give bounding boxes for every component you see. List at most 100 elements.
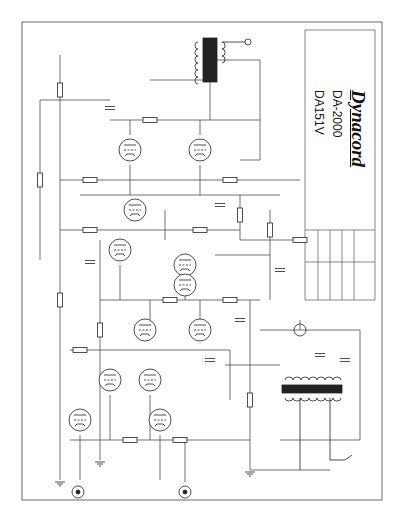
- wire: [260, 60, 261, 160]
- capacitor-plate: [235, 321, 245, 322]
- wire: [300, 320, 301, 330]
- capacitor-plate: [275, 268, 285, 269]
- wire: [200, 300, 201, 320]
- tube-envelope: [109, 239, 131, 261]
- resistor-symbol: [143, 118, 157, 123]
- transformer-winding: [333, 377, 341, 380]
- transformer-winding: [195, 63, 198, 70]
- wire: [200, 165, 201, 195]
- resistor-symbol: [123, 438, 137, 443]
- tube-cathode: [125, 154, 135, 156]
- wire: [215, 255, 270, 256]
- wire: [260, 330, 360, 331]
- tube-grid: [139, 330, 151, 331]
- tube-anode: [104, 375, 116, 376]
- wire: [60, 55, 61, 480]
- input-jack: [179, 486, 191, 498]
- tube-cathode: [145, 384, 155, 386]
- tube-grid: [154, 420, 166, 421]
- wire: [230, 350, 231, 400]
- transformer-winding: [195, 42, 198, 49]
- resistor-symbol: [223, 298, 237, 303]
- transformer-winding: [301, 398, 309, 401]
- wire: [120, 265, 121, 300]
- tube-grid: [124, 150, 136, 151]
- capacitor-plate: [205, 361, 215, 362]
- wire: [70, 350, 230, 351]
- transformer-winding: [195, 56, 198, 63]
- capacitor-symbol: [215, 204, 225, 207]
- tube-anode: [154, 415, 166, 416]
- output-transformer: [195, 38, 251, 84]
- capacitor-plate: [235, 318, 245, 319]
- tube-grid: [129, 210, 141, 211]
- capacitor-symbol: [235, 319, 245, 322]
- capacitor-plate: [105, 106, 115, 107]
- capacitor-plate: [205, 358, 215, 359]
- tube-cathode: [105, 384, 115, 386]
- tube-cathode: [155, 424, 165, 426]
- transformer-winding: [222, 42, 225, 63]
- tube-grid: [179, 285, 191, 286]
- tube-cathode: [180, 269, 190, 271]
- input-jack: [72, 486, 84, 498]
- model-number: DA-2000: [330, 90, 344, 137]
- tube-cathode: [180, 289, 190, 291]
- maker-logo: Dynacord: [347, 90, 369, 198]
- tube-envelope: [189, 139, 211, 161]
- capacitor-plate: [215, 206, 225, 207]
- tube-grid: [114, 250, 126, 251]
- transformer-winding: [285, 398, 293, 401]
- resistor-symbol: [293, 238, 307, 243]
- transformer-core: [203, 38, 217, 82]
- tube-symbol: [99, 369, 121, 391]
- resistor-symbol: [193, 228, 207, 233]
- wire: [150, 80, 210, 81]
- capacitor-plate: [105, 109, 115, 110]
- wire: [240, 160, 260, 161]
- capacitor-plate: [275, 271, 285, 272]
- wire: [80, 195, 280, 196]
- transformer-winding: [301, 377, 309, 380]
- resistor-symbol: [83, 178, 97, 183]
- resistor-symbol: [58, 293, 63, 307]
- transformer-winding: [317, 377, 325, 380]
- transformer-core: [282, 385, 342, 393]
- tube-grid: [144, 380, 156, 381]
- wiring: [40, 55, 360, 482]
- transformer-winding: [293, 377, 301, 380]
- transformer-winding: [333, 398, 341, 401]
- transformer-winding: [195, 49, 198, 56]
- transformer-winding: [195, 77, 198, 84]
- tube-envelope: [69, 409, 91, 431]
- tube-grid: [104, 380, 116, 381]
- wire: [250, 300, 251, 470]
- wire: [130, 165, 131, 195]
- tube-anode: [129, 205, 141, 206]
- tube-cathode: [195, 154, 205, 156]
- wire: [360, 330, 361, 440]
- capacitor-plate: [85, 260, 95, 261]
- speaker-terminal: [245, 39, 251, 45]
- capacitor-plate: [315, 353, 325, 354]
- tube-cathode: [140, 334, 150, 336]
- jack-tip: [76, 490, 80, 494]
- resistor-symbol: [238, 208, 243, 222]
- resistor-symbol: [248, 393, 253, 407]
- tube-cathode: [115, 254, 125, 256]
- capacitor-symbol: [340, 359, 350, 362]
- resistor-symbol: [98, 323, 103, 337]
- tube-symbol: [174, 274, 196, 296]
- wire: [185, 440, 186, 482]
- wire: [225, 365, 280, 366]
- capacitor-plate: [85, 263, 95, 264]
- resistor-symbol: [83, 228, 97, 233]
- capacitor-symbol: [105, 107, 115, 110]
- jack-outer: [179, 486, 191, 498]
- tube-envelope: [174, 254, 196, 276]
- resistor-symbol: [268, 223, 273, 237]
- tube-grid: [194, 150, 206, 151]
- wire: [215, 60, 260, 61]
- wire: [280, 440, 360, 441]
- transformer-winding: [309, 398, 317, 401]
